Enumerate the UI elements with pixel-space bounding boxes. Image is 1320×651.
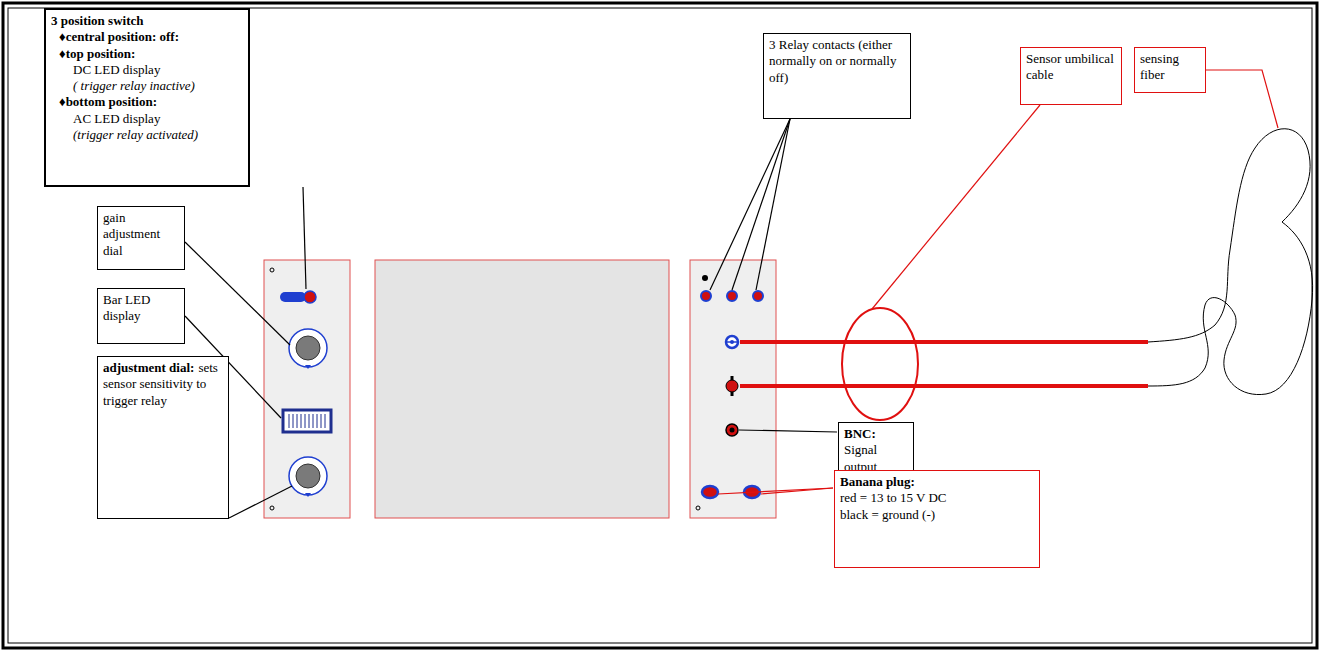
callout-text: Sensor umbilical cable <box>1026 51 1116 84</box>
screw <box>696 506 700 510</box>
indicator-dot <box>702 275 708 281</box>
leader-lines <box>185 119 837 518</box>
toggle-switch <box>280 292 306 302</box>
callout-box: Banana plug:red = 13 to 15 V DCblack = g… <box>834 470 1040 568</box>
bar-led <box>283 410 331 432</box>
switch-base <box>304 291 316 303</box>
callout-text: ( trigger relay inactive) <box>51 78 243 94</box>
callout-text: ♦bottom position: <box>51 94 243 110</box>
callout-box: 3 Relay contacts (either normally on or … <box>763 33 911 119</box>
bnc-connector <box>726 424 738 436</box>
relay-contact <box>701 291 711 301</box>
callout-box: sensing fiber <box>1134 47 1206 93</box>
outer-frame <box>3 3 1317 648</box>
callout-heading: BNC: <box>844 426 876 441</box>
relay-contact <box>727 291 737 301</box>
inner-frame <box>8 8 1312 643</box>
relay-contact <box>753 291 763 301</box>
housing <box>375 260 669 518</box>
fiber-connector <box>726 380 738 392</box>
connector-bar <box>725 341 739 343</box>
cable-marker <box>842 308 918 420</box>
rear-panel <box>690 260 776 518</box>
callout-text: black = ground (-) <box>840 507 1034 523</box>
callout-text: ♦top position: <box>51 46 243 62</box>
callout-text: gain adjustment dial <box>103 210 179 259</box>
callout-heading: 3 position switch <box>51 13 243 29</box>
callout-text: red = 13 to 15 V DC <box>840 490 1034 506</box>
led-segments <box>289 414 325 428</box>
callout-text: (trigger relay activated) <box>51 127 243 143</box>
umbilical-cable <box>740 340 1148 344</box>
front-panel <box>264 260 350 518</box>
callout-box: adjustment dial:sets sensor sensitivity … <box>97 356 229 519</box>
umbilical-cable <box>740 384 1148 388</box>
callout-text: 3 Relay contacts (either normally on or … <box>769 37 905 86</box>
callout-box: Sensor umbilical cable <box>1020 47 1122 105</box>
callout-text: Bar LED display <box>103 292 179 325</box>
dial-pointer <box>305 493 311 497</box>
callout-text: sensing fiber <box>1140 51 1200 84</box>
sensing-fiber <box>1148 129 1313 395</box>
dial-pointer <box>305 365 311 369</box>
callout-box: gain adjustment dial <box>97 206 185 270</box>
bnc-pin <box>730 428 735 433</box>
callout-box: Bar LED display <box>97 288 185 344</box>
callout-text: AC LED display <box>51 111 243 127</box>
gain-knob <box>296 336 320 360</box>
callout-box: 3 position switch♦central position: off:… <box>44 8 250 187</box>
fiber-connector <box>726 336 738 348</box>
callout-heading: Banana plug: <box>840 474 1034 490</box>
callout-text: ♦central position: off: <box>51 29 243 45</box>
sensitivity-knob <box>296 464 320 488</box>
callout-heading: adjustment dial: <box>103 360 194 375</box>
callout-text: DC LED display <box>51 62 243 78</box>
sensitivity-dial <box>289 457 327 495</box>
banana-plug-red <box>702 486 718 498</box>
screw <box>270 506 274 510</box>
leader-lines-red <box>718 70 1278 494</box>
screw <box>270 268 274 272</box>
gain-dial <box>289 329 327 367</box>
